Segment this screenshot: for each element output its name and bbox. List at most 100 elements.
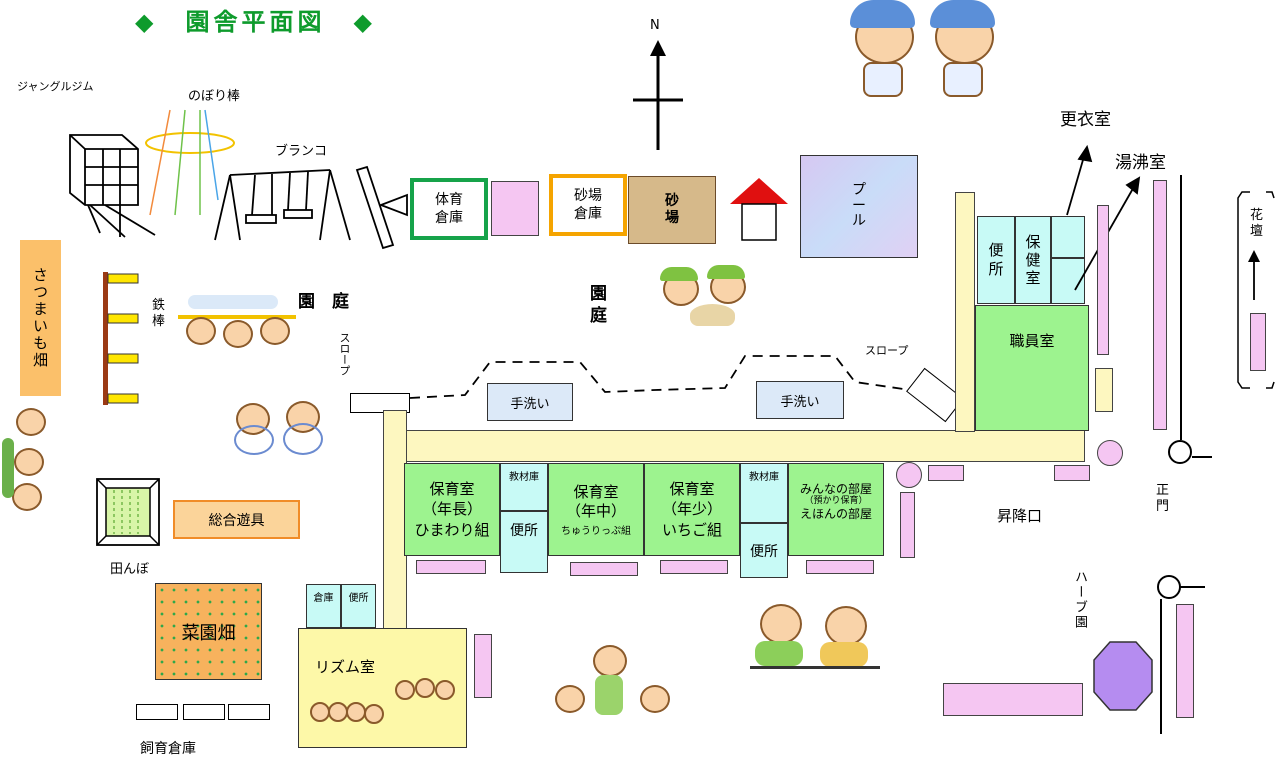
material-room-1-label: 教材庫 [509, 472, 539, 483]
entrance-circle-2 [896, 462, 922, 488]
feed-storage-label: 飼育倉庫 [140, 741, 196, 757]
shelf-under-1 [416, 560, 486, 574]
feed-storage-box-3 [228, 704, 270, 720]
minna-room-name: えほんの部屋 [799, 507, 872, 522]
bench-bottom [943, 683, 1083, 716]
entrance-circle-1 [1097, 440, 1123, 466]
dancing-kids-clipart [545, 640, 675, 735]
shelf-right-3 [1176, 604, 1194, 718]
fence-line-1 [1180, 175, 1182, 440]
kids-holding-hands-clipart [835, 0, 1010, 110]
iron-bar-kids-clipart [178, 295, 296, 365]
jungle-gym-label: ジャングルジム [17, 80, 94, 93]
slope-right-label: スロープ [865, 344, 909, 357]
feed-storage-box-2 [183, 704, 225, 720]
climbing-pole-label: のぼり棒 [188, 89, 241, 104]
entrance-label: 昇降口 [997, 507, 1043, 525]
classroom-nenchu-sub: ちゅうりっぷ組 [561, 525, 631, 537]
flowerbed [1250, 313, 1266, 371]
pe-storage-label: 体育 倉庫 [435, 191, 463, 226]
rhythm-room-label: リズム室 [315, 658, 376, 676]
paddy-label: 田んぼ [110, 562, 150, 577]
shelf-right-2 [1153, 180, 1167, 430]
health-room-label: 保 健 室 [1025, 233, 1041, 287]
farming-kids-clipart [2, 398, 57, 518]
sand-storage-label: 砂場 倉庫 [574, 187, 602, 222]
shelf-right-1 [1097, 205, 1109, 355]
toilet-2: 便所 [740, 523, 788, 578]
toilet-1-label: 便所 [510, 523, 538, 539]
playset: 総合遊具 [173, 500, 300, 539]
garden-label-left: 園 庭 [298, 292, 349, 312]
toilet-2-label: 便所 [750, 543, 778, 560]
classroom-nensho: 保育室 （年少） いちご組 [644, 463, 740, 556]
page-title: ◆ 園舎平面図 ◆ [135, 8, 376, 36]
vegetable-garden: 菜園畑 [155, 583, 262, 680]
crafting-kids-clipart [750, 596, 880, 681]
toilet-small-label: 便所 [348, 593, 369, 604]
classroom-nenchu: 保育室 （年中） ちゅうりっぷ組 [548, 463, 644, 556]
changing-room-box [1051, 216, 1085, 258]
wash-station-1-label: 手洗い [510, 396, 550, 412]
storage-small-label: 倉庫 [313, 593, 334, 604]
health-room: 保 健 室 [1015, 216, 1051, 304]
house-icon [730, 178, 788, 241]
sandbox-label: 砂 場 [665, 193, 679, 226]
shoe-rack-1 [928, 465, 964, 481]
shelf-under-2 [570, 562, 638, 576]
boiler-room-label: 湯沸室 [1115, 153, 1166, 173]
gate-circle-top [1168, 440, 1192, 464]
shelf-rhythm [474, 634, 492, 698]
fence-line-2 [1160, 599, 1162, 734]
staff-room: 職員室 [975, 305, 1089, 431]
shelf-under-3 [660, 560, 728, 574]
pool-label: プ ー ル [852, 182, 866, 230]
classroom-nensho-label: 保育室 （年少） いちご組 [661, 480, 722, 539]
herb-garden-label: ハーブ園 [1072, 570, 1087, 630]
climbing-pole-icon [145, 109, 235, 216]
feed-storage-box-1 [136, 704, 178, 720]
changing-room-label: 更衣室 [1060, 110, 1111, 130]
corridor-right [955, 192, 975, 432]
sandbox-kids-clipart [655, 262, 755, 334]
minna-room: みんなの部屋 （預かり保育） えほんの部屋 [788, 463, 884, 556]
storage-small: 倉庫 [306, 584, 341, 628]
shoe-rack-3 [900, 492, 915, 558]
iron-bar-icon [103, 272, 139, 405]
iron-bar-label: 鉄 棒 [152, 298, 166, 329]
wash-station-2-label: 手洗い [780, 394, 820, 410]
toilet-small: 便所 [341, 584, 376, 628]
staff-room-label: 職員室 [1009, 332, 1055, 350]
material-room-2-label: 教材庫 [749, 472, 779, 483]
flowerbed-bracket [1237, 191, 1275, 389]
flowerbed-label: 花 壇 [1250, 208, 1264, 239]
slope-left-label: スロープ [338, 332, 351, 376]
garden-label-center: 園 庭 [590, 284, 607, 327]
covered-walkway [409, 355, 911, 399]
herb-octagon [1093, 641, 1153, 711]
main-gate-label: 正 門 [1156, 483, 1170, 514]
classroom-nencho-label: 保育室 （年長） ひまわり組 [414, 480, 490, 539]
toilet-top: 便 所 [977, 216, 1015, 304]
cream-box-right [1095, 368, 1113, 412]
paddy-icon [96, 478, 160, 546]
classroom-nencho: 保育室 （年長） ひまわり組 [404, 463, 500, 556]
jungle-gym-icon [69, 134, 156, 238]
pe-storage: 体育 倉庫 [410, 178, 488, 240]
sweet-potato-field: さつまいも畑 [20, 240, 61, 396]
swing-icon [214, 169, 351, 241]
minna-room-title: みんなの部屋 [799, 482, 872, 496]
corridor-main [405, 430, 1085, 462]
minna-room-sub: （預かり保育） [804, 496, 868, 507]
classroom-nenchu-label: 保育室 （年中） [565, 482, 626, 521]
pink-storage-box [491, 181, 539, 236]
shoe-rack-2 [1054, 465, 1090, 481]
shelf-under-4 [806, 560, 874, 574]
wash-station-2: 手洗い [756, 381, 844, 419]
jump-rope-kids-clipart [228, 395, 328, 465]
playset-label: 総合遊具 [208, 512, 265, 529]
toilet-top-label: 便 所 [988, 240, 1004, 279]
swing-label: ブランコ [275, 144, 328, 159]
material-room-2: 教材庫 [740, 463, 788, 523]
gate-line-bottom [1180, 586, 1205, 588]
